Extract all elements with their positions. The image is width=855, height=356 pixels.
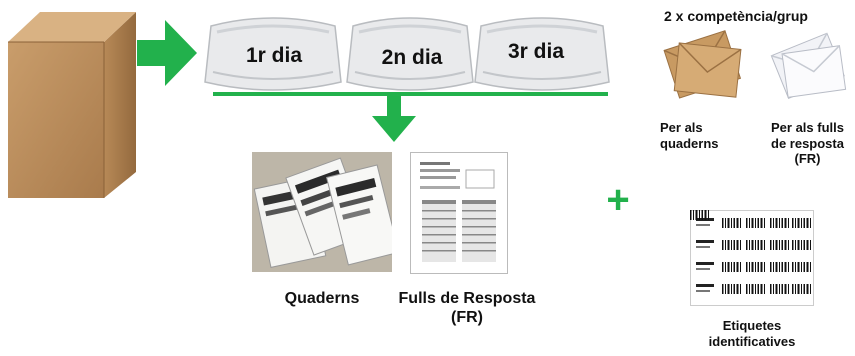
sobres-fr-line3: (FR) (794, 151, 821, 167)
plastic-bag-icon (204, 17, 342, 91)
bag-day-3: 3r dia (473, 12, 611, 94)
envelope-icon (770, 32, 847, 100)
bag-label: 2n dia (381, 46, 443, 69)
bag-day-2: 2n dia (345, 12, 475, 94)
plastic-bag-icon (346, 17, 474, 91)
sobres-fr-line1: Per als fulls (771, 120, 844, 135)
envelope-icon (663, 30, 742, 99)
sobres-fr-label: Per als fulls de resposta (FR) (760, 120, 855, 167)
distribution-line (213, 92, 608, 96)
green-arrow-icon (137, 20, 197, 86)
etiquetes-label: Etiquetes identificatives (690, 318, 814, 349)
green-arrow-down-icon (372, 94, 416, 142)
bag-label: 3r dia (507, 40, 565, 63)
fulls-label-line1: Fulls de Resposta (398, 290, 536, 307)
plastic-bag-icon (474, 17, 610, 91)
sobres-fr-line2: de resposta (771, 135, 844, 151)
fulls-label-line2: (FR) (451, 309, 483, 327)
sobres-quaderns-line2: quaderns (660, 135, 719, 151)
bag-day-1: 1r dia (203, 12, 343, 94)
quaderns-image (252, 152, 392, 272)
etiquetes-line2: identificatives (708, 333, 796, 349)
bag-label: 1r dia (245, 44, 303, 67)
sobres-quaderns-line1: Per als (660, 120, 703, 135)
fulls-label: Fulls de Resposta (FR) (392, 289, 542, 327)
sobres-quaderns-label: Per als quaderns (660, 120, 740, 151)
etiquetes-line1: Etiquetes (722, 318, 782, 333)
quaderns-label: Quaderns (284, 290, 360, 307)
barcode-labels-icon (690, 210, 814, 306)
plus-sign: + (606, 178, 630, 222)
extras-header: 2 x competència/grup (664, 8, 808, 24)
cardboard-box-icon (8, 12, 136, 198)
answer-sheet-image (410, 152, 508, 274)
